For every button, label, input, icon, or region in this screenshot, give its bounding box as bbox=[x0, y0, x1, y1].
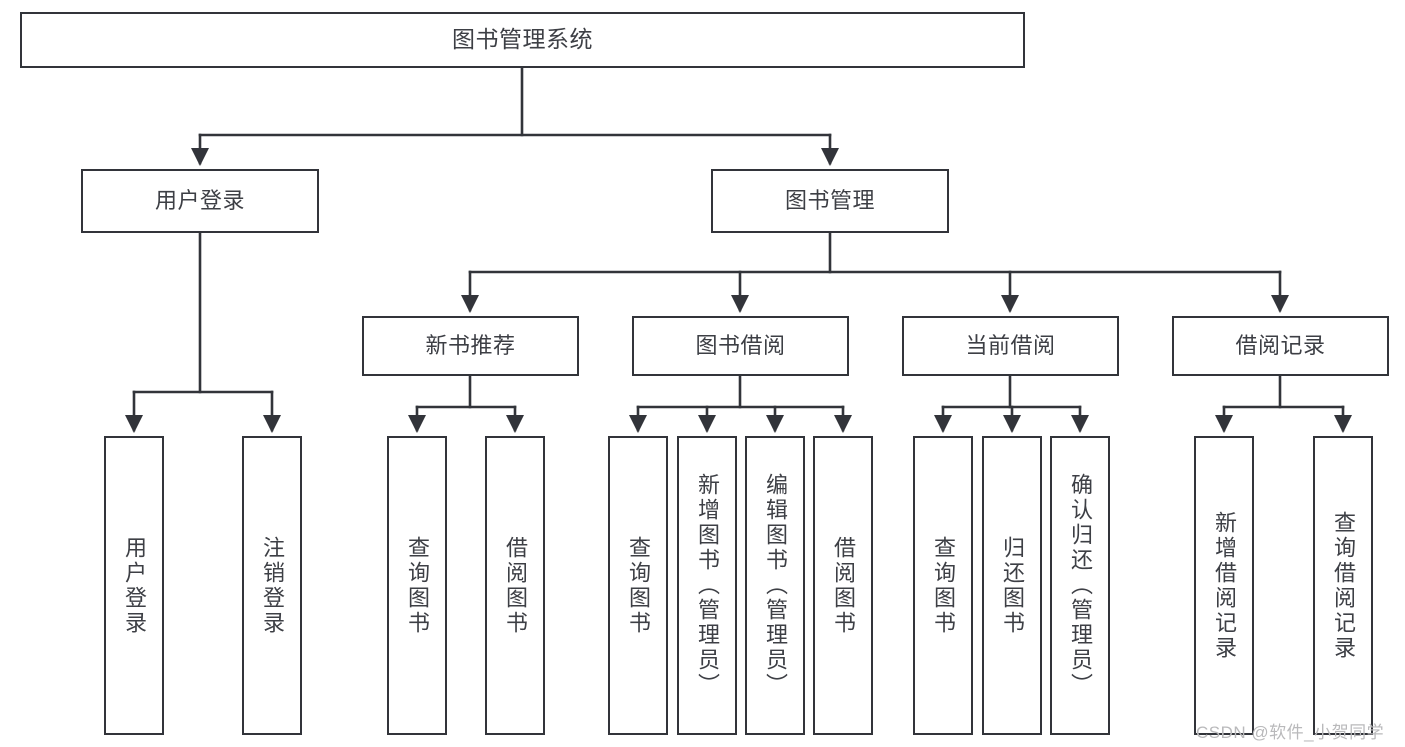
node-leaf-borrow-book[interactable]: 借阅图书 bbox=[813, 436, 873, 735]
node-leaf-borrow-book-rec-label: 借阅图书 bbox=[503, 535, 528, 636]
node-leaf-add-book-label: 新增图书（管理员） bbox=[695, 473, 720, 698]
node-book-borrow-label: 图书借阅 bbox=[695, 332, 786, 358]
node-borrow-record[interactable]: 借阅记录 bbox=[1172, 316, 1389, 376]
node-leaf-borrow-book-label: 借阅图书 bbox=[831, 535, 856, 636]
node-leaf-query-book[interactable]: 查询图书 bbox=[608, 436, 668, 735]
node-leaf-user-login-label: 用户登录 bbox=[122, 535, 147, 636]
node-leaf-add-record-label: 新增借阅记录 bbox=[1212, 510, 1237, 661]
node-leaf-return-book-label: 归还图书 bbox=[1000, 535, 1025, 636]
node-leaf-user-login[interactable]: 用户登录 bbox=[104, 436, 164, 735]
node-leaf-query-book-cur-label: 查询图书 bbox=[931, 535, 956, 636]
node-leaf-query-book-rec-label: 查询图书 bbox=[405, 535, 430, 636]
node-root-label: 图书管理系统 bbox=[452, 26, 593, 53]
node-leaf-add-book[interactable]: 新增图书（管理员） bbox=[677, 436, 737, 735]
node-root[interactable]: 图书管理系统 bbox=[20, 12, 1025, 68]
node-user-login-label: 用户登录 bbox=[154, 187, 245, 213]
node-current-borrow[interactable]: 当前借阅 bbox=[902, 316, 1119, 376]
node-leaf-edit-book-label: 编辑图书（管理员） bbox=[763, 473, 788, 698]
node-leaf-edit-book[interactable]: 编辑图书（管理员） bbox=[745, 436, 805, 735]
node-leaf-query-record-label: 查询借阅记录 bbox=[1331, 510, 1356, 661]
node-leaf-return-book[interactable]: 归还图书 bbox=[982, 436, 1042, 735]
node-leaf-confirm-return-label: 确认归还（管理员） bbox=[1068, 473, 1093, 698]
node-current-borrow-label: 当前借阅 bbox=[965, 332, 1056, 358]
node-leaf-add-record[interactable]: 新增借阅记录 bbox=[1194, 436, 1254, 735]
node-leaf-logout[interactable]: 注销登录 bbox=[242, 436, 302, 735]
node-leaf-borrow-book-rec[interactable]: 借阅图书 bbox=[485, 436, 545, 735]
node-book-manage[interactable]: 图书管理 bbox=[711, 169, 949, 233]
node-user-login[interactable]: 用户登录 bbox=[81, 169, 319, 233]
csdn-watermark: CSDN @软件_小贺同学 bbox=[1196, 723, 1385, 742]
node-leaf-logout-label: 注销登录 bbox=[260, 535, 285, 636]
node-borrow-record-label: 借阅记录 bbox=[1235, 332, 1326, 358]
node-book-borrow[interactable]: 图书借阅 bbox=[632, 316, 849, 376]
node-leaf-query-book-label: 查询图书 bbox=[626, 535, 651, 636]
node-leaf-query-book-rec[interactable]: 查询图书 bbox=[387, 436, 447, 735]
node-new-book-rec-label: 新书推荐 bbox=[425, 332, 516, 358]
node-leaf-query-book-cur[interactable]: 查询图书 bbox=[913, 436, 973, 735]
node-book-manage-label: 图书管理 bbox=[784, 187, 875, 213]
node-new-book-rec[interactable]: 新书推荐 bbox=[362, 316, 579, 376]
node-leaf-confirm-return[interactable]: 确认归还（管理员） bbox=[1050, 436, 1110, 735]
node-leaf-query-record[interactable]: 查询借阅记录 bbox=[1313, 436, 1373, 735]
